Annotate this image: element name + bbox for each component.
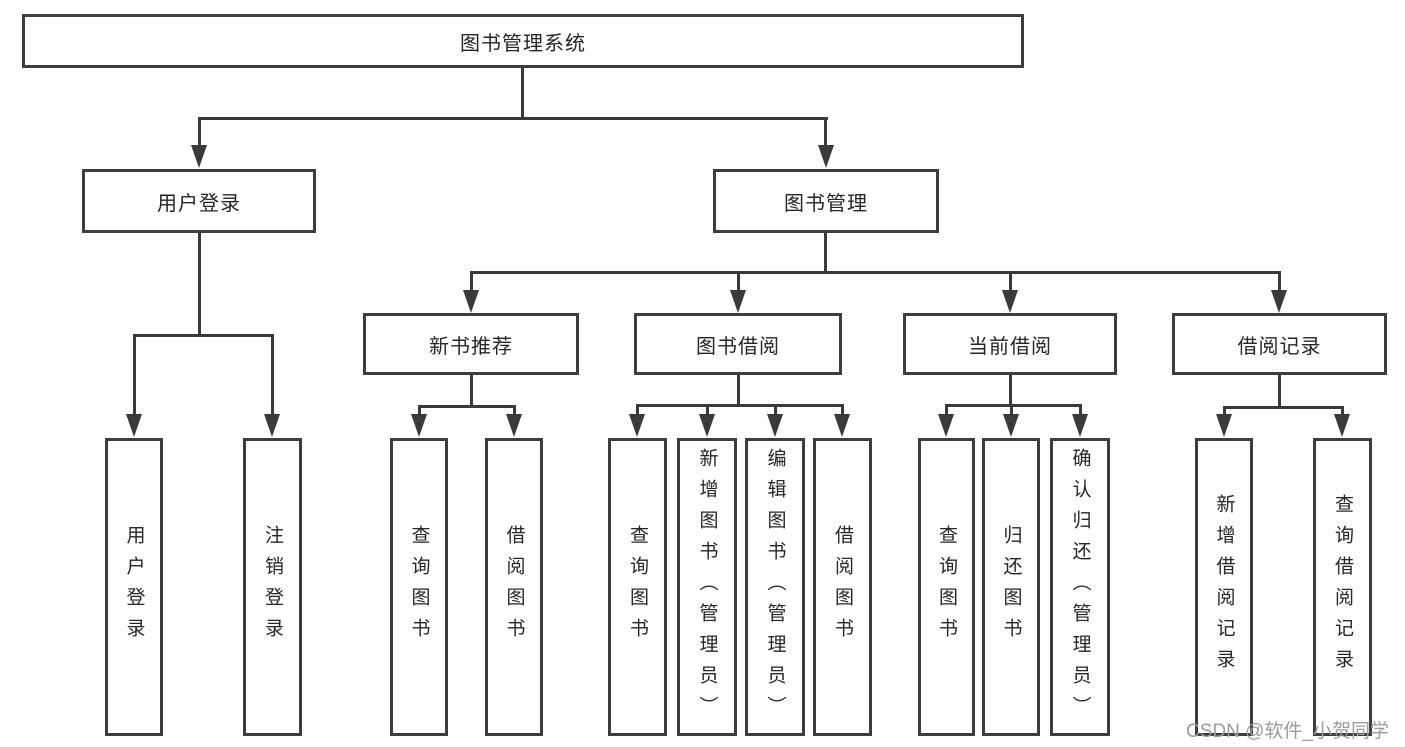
connector-newbook-drop-2 [513,405,516,417]
connector-bookmgmt-drop-4 [1278,271,1281,293]
connector-newbook-stem [470,375,473,408]
arrowhead-icon [1072,414,1088,437]
connector-borrowrecord-branch [1223,406,1344,409]
arrowhead-icon [411,414,427,437]
leaf-user-login: 用户登录 [105,438,163,736]
arrowhead-icon [699,414,715,437]
arrowhead-icon [1216,414,1232,437]
arrowhead-icon [463,290,479,313]
connector-userlogin-stem [198,233,201,337]
leaf-add-borrow-record-label: 新增借阅记录 [1213,494,1235,680]
arrowhead-icon [191,145,207,168]
node-current-borrow-label: 当前借阅 [968,335,1052,358]
leaf-confirm-return-admin-label: 确认归还（管理员） [1069,447,1091,727]
connector-bookborrow-drop-4 [841,404,844,416]
leaf-borrow-book-label: 借阅图书 [832,525,853,649]
connector-currentborrow-drop-3 [1079,404,1082,416]
csdn-watermark: CSDN @软件_小贺同学 [1186,721,1389,742]
node-borrow-record-label: 借阅记录 [1237,335,1322,358]
connector-borrowrecord-drop-1 [1223,406,1226,416]
connector-bookborrow-drop-1 [636,404,639,416]
leaf-logout: 注销登录 [243,438,302,736]
leaf-borrow-book-recommend: 借阅图书 [485,438,543,736]
connector-bookborrow-drop-2 [706,404,709,416]
connector-root-branch [198,117,828,120]
arrowhead-icon [1002,290,1018,313]
connector-root-stem [521,68,524,120]
leaf-query-book-borrow: 查询图书 [608,438,667,736]
leaf-query-borrow-record: 查询借阅记录 [1313,438,1372,736]
node-new-book-recommend: 新书推荐 [363,313,579,375]
leaf-add-book-admin: 新增图书（管理员） [677,438,737,736]
arrowhead-icon [767,414,783,437]
connector-bookmgmt-stem [824,232,827,274]
connector-currentborrow-stem [1009,375,1012,407]
arrowhead-icon [506,414,522,437]
node-borrow-record: 借阅记录 [1172,313,1387,375]
arrowhead-icon [264,414,280,437]
leaf-borrow-book: 借阅图书 [813,438,872,736]
leaf-logout-label: 注销登录 [262,525,283,649]
connector-bookmgmt-drop-3 [1009,271,1012,293]
arrowhead-icon [629,414,645,437]
node-new-book-recommend-label: 新书推荐 [429,335,513,358]
arrowhead-icon [834,414,850,437]
arrowhead-icon [1003,414,1019,437]
leaf-edit-book-admin: 编辑图书（管理员） [745,438,805,736]
arrowhead-icon [938,414,954,437]
leaf-add-book-admin-label: 新增图书（管理员） [696,447,718,727]
connector-currentborrow-drop-2 [1010,404,1013,416]
connector-root-drop-left [198,117,201,147]
leaf-return-book: 归还图书 [982,438,1040,736]
node-root-label: 图书管理系统 [460,32,586,55]
connector-userlogin-drop-1 [133,334,136,418]
leaf-user-login-label: 用户登录 [123,525,145,649]
leaf-confirm-return-admin: 确认归还（管理员） [1050,438,1110,736]
arrowhead-icon [730,290,746,313]
connector-bookborrow-stem [737,375,740,407]
leaf-return-book-label: 归还图书 [1000,525,1022,649]
arrowhead-icon [1271,290,1287,313]
node-book-management-label: 图书管理 [784,192,868,215]
leaf-query-book-current-label: 查询图书 [936,525,957,649]
connector-newbook-drop-1 [418,405,421,417]
connector-bookmgmt-drop-2 [737,271,740,293]
node-user-login-label: 用户登录 [157,192,241,215]
leaf-add-borrow-record: 新增借阅记录 [1195,438,1253,736]
leaf-edit-book-admin-label: 编辑图书（管理员） [764,447,786,727]
leaf-query-borrow-record-label: 查询借阅记录 [1332,494,1353,680]
connector-borrowrecord-drop-2 [1341,406,1344,416]
connector-userlogin-drop-2 [271,334,274,418]
leaf-query-book-recommend: 查询图书 [390,438,448,736]
connector-bookborrow-branch [636,404,844,407]
node-user-login: 用户登录 [82,169,316,233]
leaf-borrow-book-recommend-label: 借阅图书 [503,525,525,649]
connector-userlogin-branch [133,334,274,337]
connector-currentborrow-drop-1 [945,404,948,416]
connector-borrowrecord-stem [1278,375,1281,409]
arrowhead-icon [1334,414,1350,437]
leaf-query-book-recommend-label: 查询图书 [408,525,430,649]
node-current-borrow: 当前借阅 [903,313,1117,375]
arrowhead-icon [126,414,142,437]
node-book-borrow: 图书借阅 [634,313,842,375]
connector-newbook-branch [418,405,516,408]
node-book-management: 图书管理 [713,169,939,233]
node-root: 图书管理系统 [22,14,1024,68]
connector-bookmgmt-drop-1 [470,271,473,293]
connector-bookmgmt-branch [470,271,1280,274]
leaf-query-book-current: 查询图书 [918,438,975,736]
node-book-borrow-label: 图书借阅 [696,335,780,358]
connector-currentborrow-branch [945,404,1082,407]
connector-root-drop-right [824,117,827,147]
connector-bookborrow-drop-3 [774,404,777,416]
arrowhead-icon [818,145,834,168]
leaf-query-book-borrow-label: 查询图书 [627,525,648,649]
